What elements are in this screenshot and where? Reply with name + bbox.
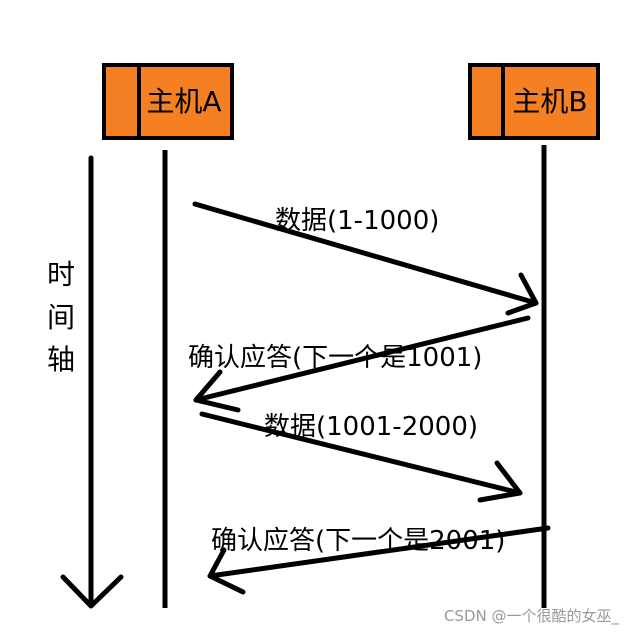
host-b-box bbox=[468, 63, 600, 140]
message-1-arrowhead bbox=[505, 272, 539, 316]
time-axis-label-char-1: 时 bbox=[47, 258, 75, 291]
message-4: 确认应答(下一个是2001) bbox=[207, 525, 551, 595]
host-a-label: 主机A bbox=[146, 85, 221, 118]
message-3: 数据(1001-2000) bbox=[199, 411, 523, 503]
host-b-label: 主机B bbox=[512, 85, 587, 118]
time-axis-arrowhead bbox=[60, 574, 124, 609]
message-2-arrow bbox=[193, 315, 531, 403]
host-a: 主机A bbox=[102, 63, 234, 608]
message-2: 确认应答(下一个是1001) bbox=[188, 315, 531, 413]
message-3-arrowhead bbox=[477, 460, 523, 503]
message-2-label: 确认应答(下一个是1001) bbox=[188, 343, 482, 373]
message-4-arrow bbox=[207, 525, 551, 579]
message-4-label: 确认应答(下一个是2001) bbox=[211, 526, 505, 556]
time-axis-label-char-3: 轴 bbox=[47, 343, 75, 376]
message-1-label: 数据(1-1000) bbox=[275, 206, 439, 236]
message-4-arrowhead bbox=[207, 547, 246, 595]
watermark: CSDN @一个很酷的女巫_ bbox=[444, 607, 620, 626]
message-1-arrow bbox=[192, 201, 539, 306]
host-b: 主机B bbox=[468, 63, 600, 608]
message-2-arrowhead bbox=[193, 369, 241, 413]
message-1: 数据(1-1000) bbox=[192, 201, 539, 316]
host-a-box bbox=[102, 63, 234, 140]
message-3-label: 数据(1001-2000) bbox=[264, 412, 478, 442]
message-3-arrow bbox=[199, 411, 523, 496]
time-axis-label-char-2: 间 bbox=[47, 301, 75, 334]
time-axis: 时 间 轴 bbox=[47, 155, 124, 609]
